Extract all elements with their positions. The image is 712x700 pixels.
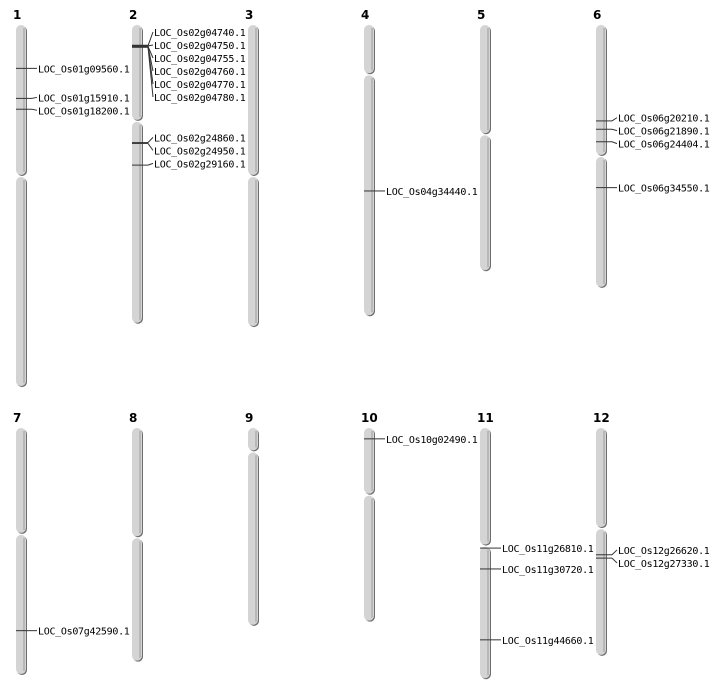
- chromosome-3-labels: 3: [245, 8, 253, 22]
- chromosome-9: [248, 428, 259, 626]
- chromosome-1: [16, 25, 38, 388]
- chromosome-4: [364, 25, 385, 317]
- labels-layer: 1LOC_Os01g09560.1LOC_Os01g15910.1LOC_Os0…: [13, 8, 710, 647]
- arm-highlight: [487, 549, 489, 676]
- arm-highlight: [371, 78, 373, 313]
- chromosome-11-labels: 11LOC_Os11g26810.1LOC_Os11g30720.1LOC_Os…: [477, 411, 594, 647]
- arm-highlight: [23, 431, 25, 530]
- marker-label: LOC_Os02g29160.1: [154, 159, 246, 170]
- marker-connector: [611, 128, 618, 132]
- chromosome-5: [480, 25, 491, 272]
- chromosome-number: 1: [13, 8, 21, 22]
- arm-highlight: [255, 455, 257, 622]
- arm-highlight: [139, 124, 141, 320]
- marker-label: LOC_Os02g24860.1: [154, 133, 246, 144]
- chromosome-number: 8: [129, 411, 137, 425]
- chromosome-number: 2: [129, 8, 137, 22]
- arm-highlight: [603, 431, 605, 525]
- chromosome-8-labels: 8: [129, 411, 137, 425]
- chromosomes-layer: [16, 25, 618, 680]
- arm-highlight: [23, 28, 25, 172]
- arm-highlight: [487, 138, 489, 268]
- arm-highlight: [255, 28, 257, 172]
- marker-label: LOC_Os06g24404.1: [618, 140, 710, 151]
- marker-label: LOC_Os04g34440.1: [386, 187, 478, 198]
- chromosome-11: [480, 428, 501, 680]
- chromosome-12: [596, 428, 618, 656]
- marker-label: LOC_Os02g04780.1: [154, 93, 246, 104]
- marker-connector: [31, 108, 38, 111]
- chromosome-3: [248, 25, 259, 328]
- marker-label: LOC_Os02g04740.1: [154, 28, 246, 39]
- marker-label: LOC_Os01g09560.1: [38, 64, 130, 75]
- marker-label: LOC_Os12g26620.1: [618, 546, 710, 557]
- chromosome-number: 11: [477, 411, 494, 425]
- arm-highlight: [139, 28, 141, 117]
- arm-highlight: [139, 431, 141, 534]
- marker-label: LOC_Os12g27330.1: [618, 559, 710, 570]
- chromosome-number: 5: [477, 8, 485, 22]
- marker-connector: [147, 137, 154, 143]
- marker-label: LOC_Os07g42590.1: [38, 627, 130, 638]
- marker-label: LOC_Os02g24950.1: [154, 146, 246, 157]
- arm-highlight: [255, 431, 257, 448]
- chromosome-number: 7: [13, 411, 21, 425]
- marker-label: LOC_Os06g21890.1: [618, 127, 710, 138]
- chromosome-8: [132, 428, 143, 662]
- chromosome-5-labels: 5: [477, 8, 485, 22]
- arm-highlight: [139, 541, 141, 658]
- chromosome-number: 10: [361, 411, 378, 425]
- chromosome-number: 4: [361, 8, 369, 22]
- arm-highlight: [603, 532, 605, 652]
- marker-label: LOC_Os11g26810.1: [502, 544, 594, 555]
- chromosome-7: [16, 428, 37, 676]
- chromosome-6: [596, 25, 618, 288]
- marker-connector: [611, 141, 618, 145]
- arm-highlight: [487, 28, 489, 131]
- arm-highlight: [371, 28, 373, 71]
- marker-label: LOC_Os10g02490.1: [386, 435, 478, 446]
- chromosome-number: 12: [593, 411, 610, 425]
- arm-highlight: [603, 159, 605, 284]
- arm-highlight: [603, 28, 605, 152]
- marker-label: LOC_Os11g44660.1: [502, 636, 594, 647]
- chromosome-number: 3: [245, 8, 253, 22]
- marker-connector: [147, 44, 154, 47]
- arm-highlight: [255, 179, 257, 324]
- chromosome-10: [364, 428, 385, 622]
- marker-label: LOC_Os06g34550.1: [618, 184, 710, 195]
- marker-connector: [31, 96, 38, 99]
- chromosome-9-labels: 9: [245, 411, 253, 425]
- chromosome-6-labels: 6LOC_Os06g20210.1LOC_Os06g21890.1LOC_Os0…: [593, 8, 710, 195]
- marker-label: LOC_Os01g18200.1: [38, 106, 130, 117]
- marker-connector: [147, 31, 154, 47]
- marker-connector: [611, 117, 618, 122]
- arm-highlight: [23, 537, 25, 672]
- marker-label: LOC_Os02g04760.1: [154, 67, 246, 78]
- chromosome-number: 9: [245, 411, 253, 425]
- marker-connector: [147, 143, 154, 151]
- marker-connector: [147, 46, 154, 98]
- chromosome-2-labels: 2LOC_Os02g04740.1LOC_Os02g04750.1LOC_Os0…: [129, 8, 246, 170]
- arm-highlight: [371, 498, 373, 618]
- marker-label: LOC_Os02g04750.1: [154, 41, 246, 52]
- marker-label: LOC_Os06g20210.1: [618, 114, 710, 125]
- arm-highlight: [371, 431, 373, 491]
- marker-label: LOC_Os01g15910.1: [38, 93, 130, 104]
- chromosome-number: 6: [593, 8, 601, 22]
- chromosome-2: [132, 25, 154, 324]
- marker-label: LOC_Os11g30720.1: [502, 565, 594, 576]
- marker-connector: [611, 549, 618, 556]
- marker-label: LOC_Os02g04755.1: [154, 54, 246, 65]
- marker-connector: [611, 557, 618, 564]
- marker-label: LOC_Os02g04770.1: [154, 80, 246, 91]
- arm-highlight: [487, 431, 489, 542]
- chromosome-1-labels: 1LOC_Os01g09560.1LOC_Os01g15910.1LOC_Os0…: [13, 8, 130, 117]
- arm-highlight: [23, 179, 25, 384]
- marker-connector: [147, 162, 154, 166]
